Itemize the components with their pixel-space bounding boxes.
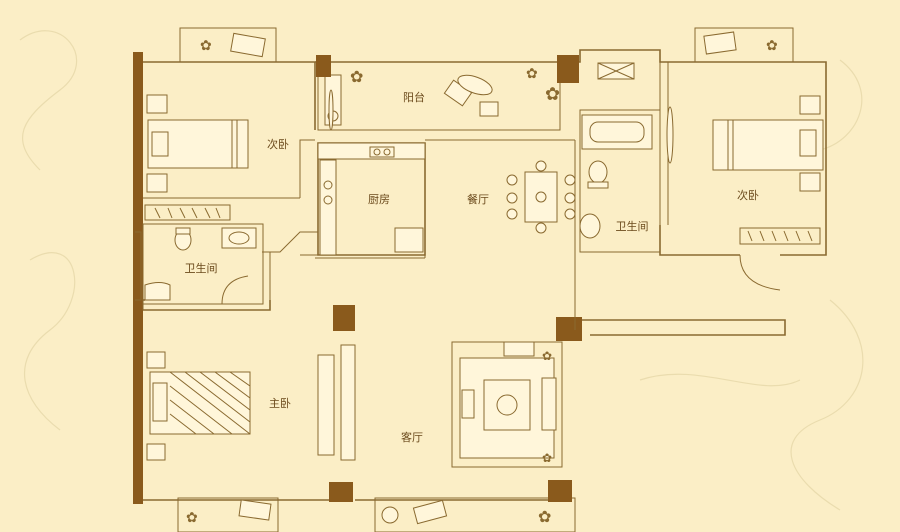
room-label-second-bedroom-right: 次卧 — [737, 188, 759, 202]
room-label-living: 客厅 — [401, 430, 423, 444]
room-balcony: ✿ ✿ ✿ 阳台 — [317, 61, 561, 131]
room-second-bedroom-right: 次卧 — [666, 62, 824, 291]
room-kitchen: 厨房 — [317, 89, 426, 256]
balcony-bottom-center: ✿ — [374, 497, 576, 532]
background-decoration — [19, 30, 864, 511]
svg-text:✿: ✿ — [350, 67, 363, 86]
column — [329, 482, 353, 502]
left-exterior-wall — [133, 52, 143, 504]
svg-text:✿: ✿ — [545, 84, 560, 105]
balcony-top-left: ✿ — [179, 27, 277, 63]
column — [333, 305, 355, 331]
room-bathroom-left: 卫生间 — [142, 223, 264, 305]
room-label-bathroom-right: 卫生间 — [616, 219, 649, 233]
svg-text:✿: ✿ — [538, 507, 551, 526]
room-label-dining: 餐厅 — [467, 192, 489, 206]
svg-text:✿: ✿ — [766, 38, 778, 54]
room-label-master-bedroom: 主卧 — [269, 397, 291, 410]
room-label-kitchen: 厨房 — [368, 193, 390, 206]
balcony-bottom-left: ✿ — [177, 497, 279, 532]
room-bathroom-right: 卫生间 — [579, 62, 661, 253]
svg-text:✿: ✿ — [526, 66, 538, 82]
column — [557, 55, 579, 83]
column — [548, 480, 572, 502]
room-label-second-bedroom-left: 次卧 — [267, 137, 289, 151]
svg-text:✿: ✿ — [200, 38, 212, 54]
column — [316, 55, 331, 77]
svg-text:✿: ✿ — [186, 510, 198, 526]
room-second-bedroom-left: 次卧 — [143, 94, 300, 221]
column — [556, 317, 582, 341]
svg-text:✿: ✿ — [542, 451, 552, 465]
svg-text:✿: ✿ — [542, 349, 552, 363]
room-label-bathroom-left: 卫生间 — [185, 261, 218, 275]
interior-walls — [135, 62, 661, 330]
room-dining: 餐厅 — [425, 139, 576, 234]
room-living: ✿ ✿ 客厅 — [401, 341, 563, 468]
balcony-top-right: ✿ — [694, 27, 794, 63]
room-label-balcony: 阳台 — [403, 90, 425, 104]
room-master-bedroom: 主卧 — [143, 231, 356, 461]
